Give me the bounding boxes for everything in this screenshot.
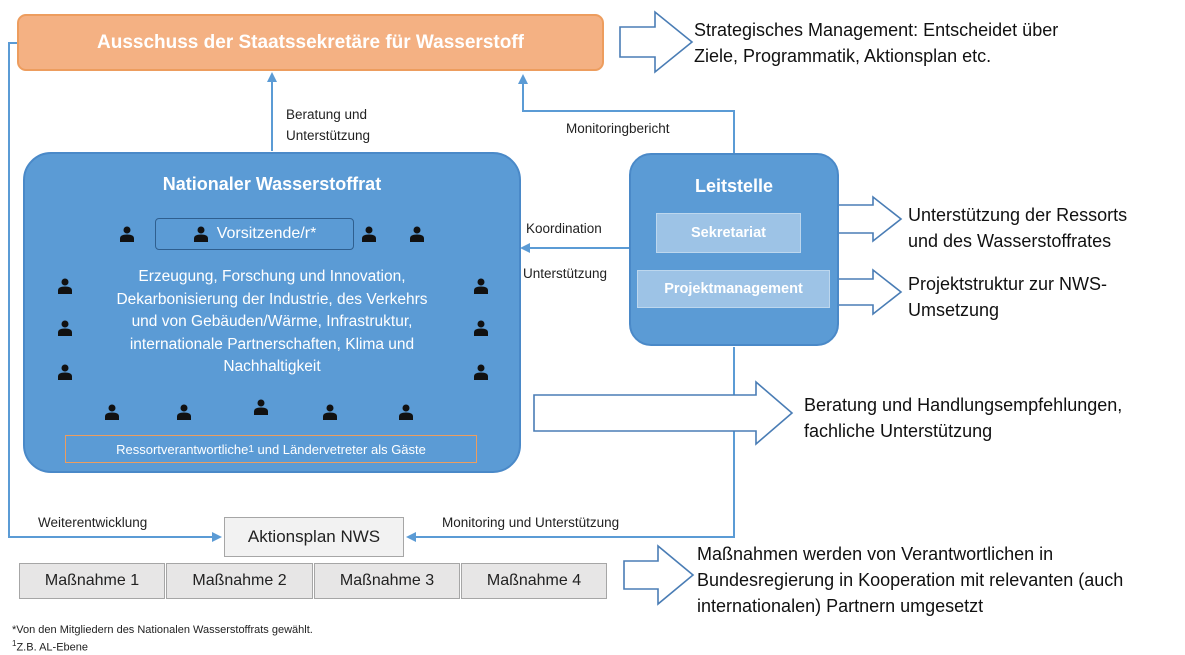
footnote-marker: 1 [12,639,17,648]
ausschuss-box: Ausschuss der Staatssekretäre für Wasser… [17,14,604,71]
edge-label-unterstuetzung: Unterstützung [523,266,608,281]
topic-line: Nachhaltigkeit [223,358,321,375]
massnahme-label: Maßnahme 4 [486,572,582,589]
person-icon [474,320,488,336]
aktionsplan-box: Aktionsplan NWS [224,517,404,557]
text-line: fachliche Unterstützung [804,421,993,441]
person-icon [474,278,488,294]
wasserstoffrat-title: Nationaler Wasserstoffrat [162,174,382,194]
topic-line: Erzeugung, Forschung und Innovation, [138,268,406,285]
person-icon [58,364,72,380]
text-line: Unterstützung der Ressorts [908,205,1128,225]
person-icon [323,404,337,420]
edge-label-line: Unterstützung [286,128,371,143]
projektmanagement-box: Projektmanagement [637,270,830,308]
massnahme-label: Maßnahme 3 [339,572,435,589]
person-icon [193,226,208,242]
topic-line: Dekarbonisierung der Industrie, des Verk… [116,290,428,308]
text-line: und des Wasserstoffrates [908,231,1112,251]
text-line: Maßnahmen werden von Verantwortlichen in [697,544,1054,564]
text-line: Bundesregierung in Kooperation mit relev… [697,570,1124,590]
text-unterstuetzung-ressorts: Unterstützung der Ressorts und des Wasse… [908,202,1127,254]
person-icon [105,404,119,420]
text-line: Beratung und Handlungsempfehlungen, [804,395,1123,415]
edge-label-koordination: Koordination [526,221,602,236]
leitstelle-title: Leitstelle [694,176,774,196]
projektmanagement-label: Projektmanagement [664,281,803,297]
person-icon [474,364,488,380]
person-icon [58,278,72,294]
text-strategisches-management: Strategisches Management: Entscheidet üb… [694,17,1058,69]
person-icon [254,399,268,415]
edge-label-beratung: Beratung und Unterstützung [286,104,370,146]
guests-footnote-marker: 1 [248,443,254,455]
ausschuss-title: Ausschuss der Staatssekretäre für Wasser… [97,31,524,53]
sekretariat-box: Sekretariat [656,213,801,253]
wasserstoffrat-box: Nationaler Wasserstoffrat Vorsitzende/r*… [23,152,521,473]
person-icon [177,404,191,420]
sekretariat-label: Sekretariat [691,225,766,241]
topic-line: internationale Partnerschaften, Klima un… [129,335,415,353]
topics-text: Erzeugung, Forschung und Innovation, Dek… [83,266,461,379]
aktionsplan-label: Aktionsplan NWS [247,527,381,546]
person-icon [362,226,376,242]
footnote-chair: *Von den Mitgliedern des Nationalen Wass… [12,624,313,636]
person-icon [58,320,72,336]
block-arrow-icon [533,380,794,446]
block-arrow-icon [619,10,694,74]
text-massnahmen: Maßnahmen werden von Verantwortlichen in… [697,541,1123,619]
text-line: Ziele, Programmatik, Aktionsplan etc. [694,46,992,66]
chair-box: Vorsitzende/r* [155,218,354,250]
massnahme-box: Maßnahme 4 [461,563,607,599]
text-line: internationalen) Partnern umgesetzt [697,596,984,616]
connector-weiterentwicklung [8,42,222,542]
text-line: Projektstruktur zur NWS- [908,274,1108,294]
person-icon [410,226,424,242]
massnahme-label: Maßnahme 1 [44,572,140,589]
massnahme-label: Maßnahme 2 [192,572,287,589]
block-arrow-icon [837,195,903,243]
text-line: Strategisches Management: Entscheidet üb… [694,20,1059,40]
text-line: Umsetzung [908,300,1000,320]
leitstelle-box: Leitstelle Sekretariat Projektmanagement [629,153,839,346]
guests-text-post: und Ländervetreter als Gäste [253,441,426,457]
edge-label-line: Beratung und [286,107,368,122]
edge-label-monitoring-unterstuetzung: Monitoring und Unterstützung [442,515,620,530]
massnahme-box: Maßnahme 2 [166,563,313,599]
text-projektstruktur: Projektstruktur zur NWS- Umsetzung [908,271,1107,323]
edge-label-weiterentwicklung: Weiterentwicklung [38,515,148,530]
massnahme-box: Maßnahme 1 [19,563,165,599]
person-icon [120,226,134,242]
block-arrow-icon [837,268,903,316]
topic-line: und von Gebäuden/Wärme, Infrastruktur, [131,313,413,330]
edge-label-monitoringbericht: Monitoringbericht [566,121,670,136]
massnahme-box: Maßnahme 3 [314,563,460,599]
text-beratung-handlung: Beratung und Handlungsempfehlungen, fach… [804,392,1122,444]
connector-monitoringbericht [518,74,735,153]
guests-text-pre: Ressortverantwortliche [116,441,249,457]
block-arrow-icon [623,544,695,606]
footnote-text: Z.B. AL-Ebene [16,641,88,654]
person-icon [399,404,413,420]
chair-label: Vorsitzende/r* [216,225,317,242]
footnote-ressort: 1Z.B. AL-Ebene [12,637,88,655]
